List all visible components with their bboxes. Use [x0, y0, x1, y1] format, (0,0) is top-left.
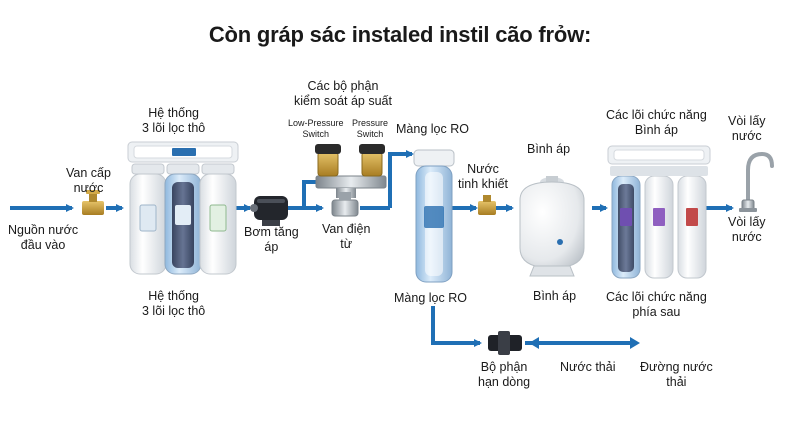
label-prefilter-bottom: Hệ thống 3 lõi lọc thô [142, 289, 206, 318]
label-solenoid-valve: Van điện từ [322, 222, 371, 251]
label-drain-line: Đường nước thải [640, 360, 713, 389]
label-post-filter-bottom: Các lõi chức năng phía sau [606, 290, 707, 319]
arrow-waste-left [529, 337, 539, 349]
post-filter-unit-icon [607, 145, 711, 279]
label-faucet-top: Vòi lấy nước [728, 114, 766, 143]
label-tank-top: Bình áp [527, 142, 571, 156]
label-waste-water: Nước thải [560, 360, 616, 374]
pure-water-valve-icon [478, 195, 496, 215]
label-prefilter-top: Hệ thống 3 lõi lọc thô [142, 106, 206, 135]
label-low-pressure-switch: Low-Pressure Switch [288, 118, 344, 139]
pressure-tank-icon [519, 176, 585, 277]
label-ro-membrane-bottom: Màng lọc RO [394, 291, 467, 305]
inlet-valve-icon [82, 190, 104, 215]
pipe-up-to-switch [302, 180, 318, 208]
arrow-waste-right [630, 337, 640, 349]
booster-pump-icon [250, 196, 288, 226]
pressure-switch-assembly-icon [315, 144, 387, 198]
ro-membrane-icon [413, 149, 455, 283]
label-ro-membrane-top: Màng lọc RO [396, 122, 469, 136]
flow-restrictor-icon [488, 331, 522, 355]
diagram-title: Còn gráp sác instaled instil cão frỏw: [208, 22, 592, 47]
label-flow-restrictor: Bộ phận hạn dòng [478, 360, 531, 389]
solenoid-valve-icon [331, 192, 359, 217]
faucet-icon [739, 151, 774, 212]
flow-pipes [10, 150, 734, 349]
label-faucet-bottom: Vòi lấy nước [728, 215, 766, 244]
prefilter-unit-icon [127, 141, 239, 275]
label-pressure-control: Các bộ phận kiểm soát áp suất [294, 79, 392, 108]
arrow-to-restrictor [431, 306, 482, 347]
label-water-source: Nguồn nước đầu vào [8, 223, 79, 252]
label-post-filter-top: Các lõi chức năng Bình áp [606, 108, 707, 137]
arrow-to-ro [388, 150, 414, 208]
label-pressure-switch: Pressure Switch [352, 118, 389, 139]
label-tank-bottom: Bình áp [533, 289, 577, 303]
label-pure-water: Nước tinh khiết [458, 162, 509, 191]
label-inlet-valve: Van cấp nước [66, 166, 111, 195]
label-booster-pump: Bơm tăng áp [244, 225, 299, 254]
